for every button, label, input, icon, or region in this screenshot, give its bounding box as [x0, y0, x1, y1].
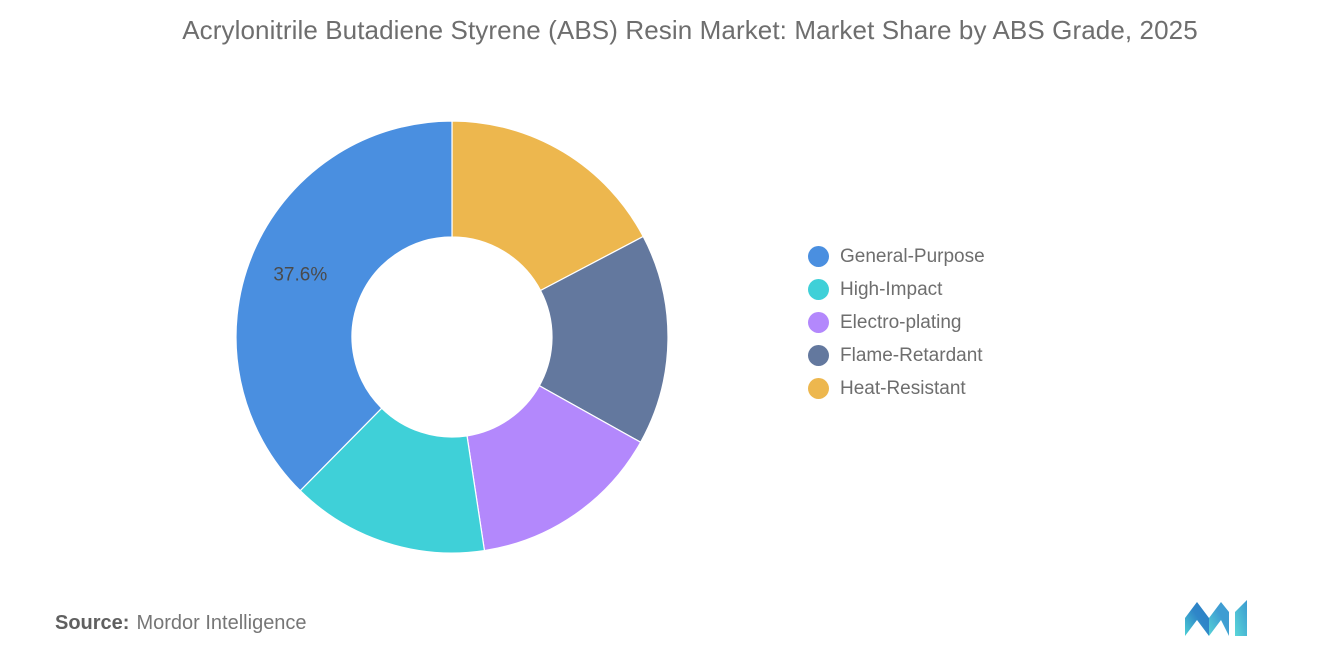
donut-slice[interactable]: [538, 235, 669, 444]
donut-slice-data-label: 37.6%: [273, 265, 327, 286]
donut-chart-svg: 37.6%: [235, 120, 669, 554]
donut-slice-group: [235, 120, 669, 554]
source-line: Source: Mordor Intelligence: [55, 612, 307, 635]
legend-item[interactable]: General-Purpose: [808, 240, 1108, 273]
mordor-intelligence-logo-icon: [1185, 600, 1247, 636]
chart-title: Acrylonitrile Butadiene Styrene (ABS) Re…: [182, 15, 1198, 45]
legend-item-label: Heat-Resistant: [840, 378, 966, 399]
legend-item-label: Flame-Retardant: [840, 345, 983, 366]
legend-item[interactable]: Heat-Resistant: [808, 372, 1108, 405]
legend-item-label: General-Purpose: [840, 246, 985, 267]
donut-chart: 37.6%: [0, 100, 800, 580]
source-value: Mordor Intelligence: [136, 612, 307, 634]
legend-item-label: High-Impact: [840, 279, 943, 300]
legend-item[interactable]: Flame-Retardant: [808, 339, 1108, 372]
legend-swatch-icon: [808, 312, 829, 333]
donut-slice[interactable]: [235, 120, 453, 492]
donut-slice[interactable]: [451, 120, 645, 292]
legend-swatch-icon: [808, 246, 829, 267]
legend-item[interactable]: High-Impact: [808, 273, 1108, 306]
legend-swatch-icon: [808, 279, 829, 300]
legend-item-label: Electro-plating: [840, 312, 962, 333]
source-label: Source:: [55, 612, 130, 634]
legend-swatch-icon: [808, 378, 829, 399]
legend-swatch-icon: [808, 345, 829, 366]
donut-data-label-group: 37.6%: [273, 265, 327, 286]
donut-slice[interactable]: [466, 384, 642, 552]
legend-item[interactable]: Electro-plating: [808, 306, 1108, 339]
